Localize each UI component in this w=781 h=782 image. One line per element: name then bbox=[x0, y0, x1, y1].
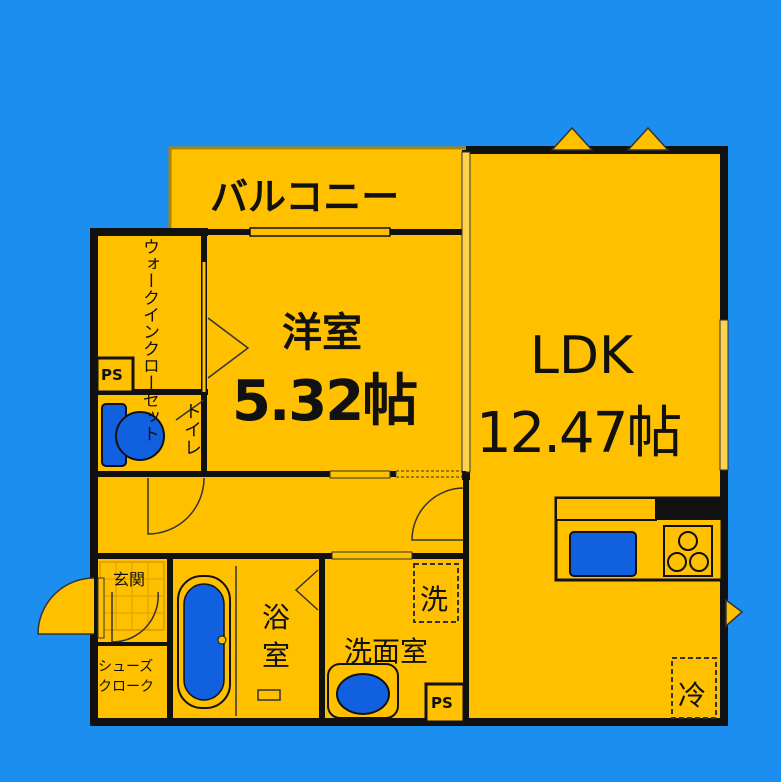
ldk-size: 12.47帖 bbox=[476, 401, 682, 466]
western-room-name: 洋室 bbox=[282, 310, 362, 356]
western-room-sliding bbox=[395, 470, 463, 478]
washroom-label: 洗面室 bbox=[344, 635, 429, 668]
entrance-label: 玄関 bbox=[113, 570, 146, 589]
top-window-marker-1 bbox=[550, 126, 594, 151]
ps-top-box bbox=[95, 356, 135, 394]
fridge-space bbox=[671, 657, 717, 719]
bath-faucet bbox=[257, 689, 281, 701]
washbasin-bowl bbox=[336, 673, 390, 715]
kitchen-hood bbox=[656, 498, 722, 520]
shoe-closet-label-1: シューズ bbox=[98, 659, 154, 675]
kitchen-backsplash bbox=[555, 497, 657, 521]
shoe-closet-door-swing bbox=[111, 591, 159, 643]
washroom-door bbox=[331, 551, 413, 560]
ldk-name: LDK bbox=[530, 326, 634, 386]
washer-label: 洗 bbox=[420, 583, 449, 616]
bath-label-2: 室 bbox=[262, 639, 291, 672]
toilet-label: トイレ bbox=[181, 402, 202, 456]
balcony-label: バルコニー bbox=[210, 175, 400, 219]
front-door-frame bbox=[97, 577, 105, 639]
entrance-tiles bbox=[100, 562, 164, 630]
fridge-label: 冷 bbox=[678, 679, 707, 712]
western-room-door bbox=[329, 470, 391, 479]
bath-door-swing bbox=[294, 569, 319, 611]
ldk-door-swing bbox=[411, 487, 465, 541]
toilet-bowl bbox=[115, 411, 165, 461]
front-door-swing bbox=[37, 577, 95, 635]
right-window-marker bbox=[725, 598, 744, 628]
ldk-floor bbox=[462, 148, 727, 722]
closet-door-swing bbox=[207, 317, 250, 379]
ps-bottom-label: PS bbox=[431, 694, 453, 712]
ps-top-label: PS bbox=[101, 366, 123, 384]
ps-bottom-box bbox=[424, 682, 466, 724]
kitchen-sink bbox=[569, 531, 637, 577]
ldk-right-window bbox=[719, 319, 729, 471]
washer-space bbox=[413, 563, 459, 623]
balcony-floor bbox=[170, 148, 466, 232]
burner-3 bbox=[689, 552, 709, 572]
bath-label-1: 浴 bbox=[262, 601, 291, 634]
western-room-size: 5.32帖 bbox=[232, 369, 418, 434]
western-room-window bbox=[249, 227, 391, 237]
burner-2 bbox=[667, 552, 687, 572]
top-window-marker-2 bbox=[626, 126, 670, 151]
shoe-closet-label-2: クローク bbox=[98, 679, 154, 695]
walkin-closet-label: ウォークインクローゼット bbox=[139, 238, 159, 442]
outer-walls bbox=[90, 146, 728, 726]
corridor-door-swing bbox=[147, 477, 205, 535]
ldk-balcony-window bbox=[461, 151, 471, 473]
burner-1 bbox=[678, 531, 698, 551]
toilet-door-swing bbox=[175, 399, 205, 421]
bathtub-drain bbox=[217, 635, 227, 645]
